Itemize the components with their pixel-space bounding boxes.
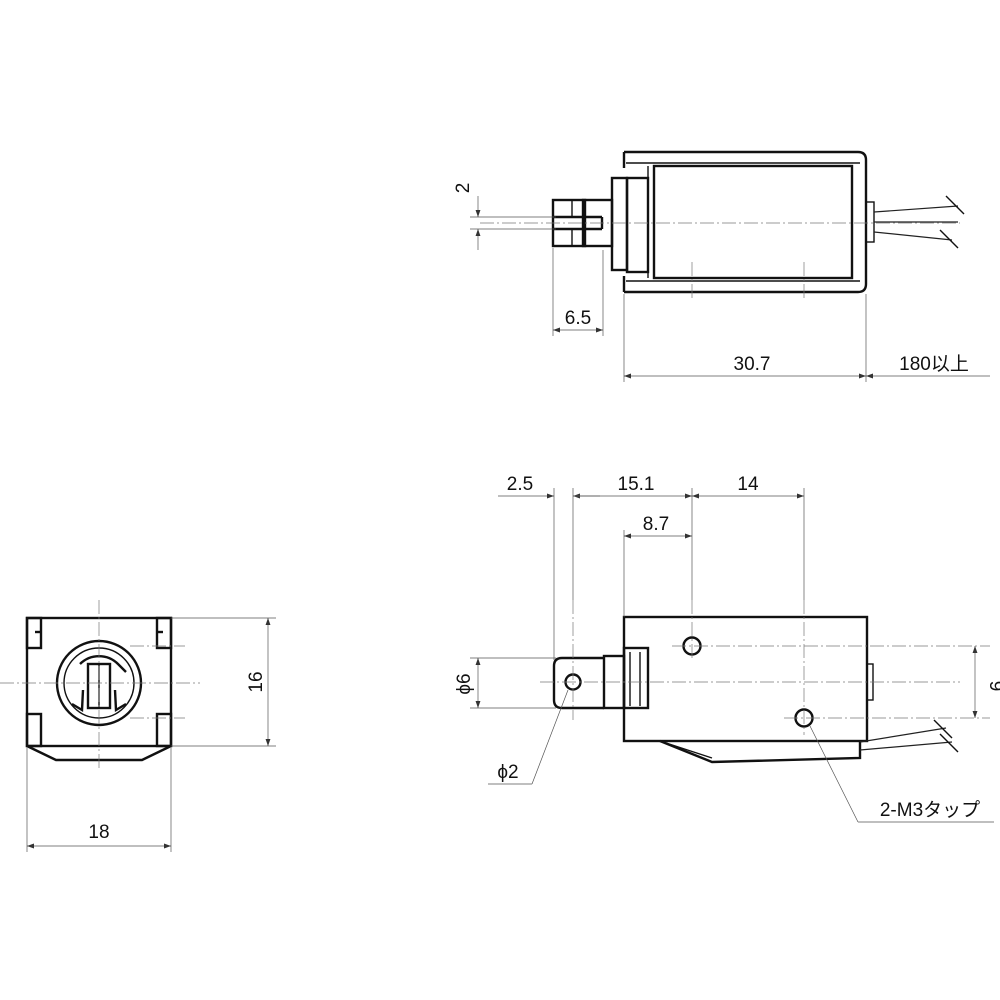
end-view-dimensions: 16 18 <box>26 617 276 852</box>
dim-2-label: 2 <box>453 183 474 194</box>
dim-9-label: 9 <box>985 681 1000 692</box>
dim-18-label: 18 <box>88 822 109 843</box>
front-view: 2.5 15.1 14 8.7 ϕ6 ϕ2 9 2-M3タップ <box>454 474 1000 823</box>
end-view: 16 18 <box>0 600 276 852</box>
dim-phi6-label: ϕ6 <box>454 673 475 694</box>
top-view-body <box>480 150 965 300</box>
end-view-body <box>0 600 200 770</box>
dim-2-5-label: 2.5 <box>507 474 533 495</box>
dim-30-7-label: 30.7 <box>734 354 771 375</box>
dim-14-label: 14 <box>737 474 759 495</box>
dim-16-label: 16 <box>246 671 267 692</box>
dim-phi2-label: ϕ2 <box>497 762 518 783</box>
front-view-dimensions: 2.5 15.1 14 8.7 ϕ6 ϕ2 9 2-M3タップ <box>454 474 1000 823</box>
top-view-dimensions: 2 6.5 30.7 180以上 <box>453 183 990 382</box>
dim-8-7-label: 8.7 <box>643 514 669 535</box>
tap-note-label: 2-M3タップ <box>880 799 980 821</box>
front-view-body <box>540 600 990 764</box>
dim-6-5-label: 6.5 <box>565 308 591 329</box>
dim-15-1-label: 15.1 <box>618 474 655 495</box>
dim-180-label: 180以上 <box>899 353 969 375</box>
top-view: 2 6.5 30.7 180以上 <box>453 150 990 382</box>
